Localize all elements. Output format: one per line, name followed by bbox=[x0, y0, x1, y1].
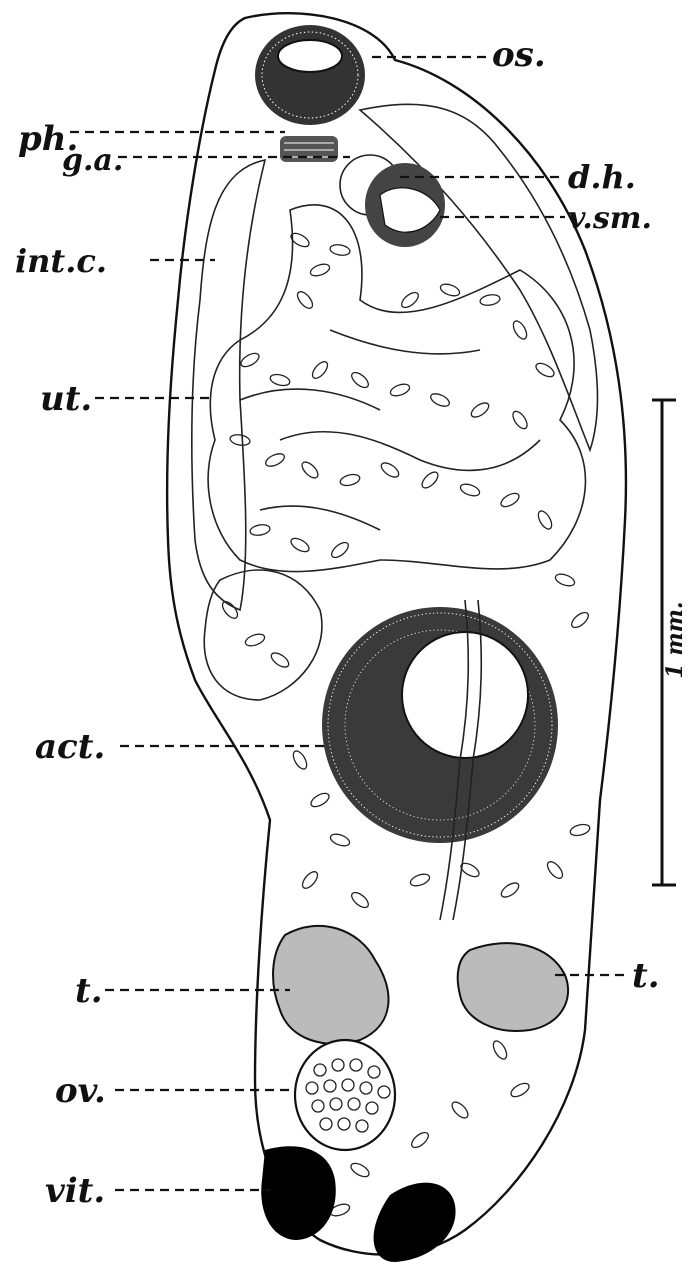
label-t-left: t. bbox=[75, 971, 103, 1011]
genital-complex bbox=[340, 155, 445, 247]
pharynx bbox=[280, 136, 338, 162]
vitellarium-left bbox=[261, 1146, 336, 1240]
label-ut: ut. bbox=[40, 379, 92, 419]
label-os: os. bbox=[492, 35, 546, 75]
label-act: act. bbox=[35, 727, 105, 767]
testis-left bbox=[273, 926, 388, 1044]
intestinal-cecum-left bbox=[192, 160, 265, 610]
acetabulum bbox=[322, 607, 558, 843]
label-vsm: v.sm. bbox=[568, 201, 652, 236]
label-ga: g.a. bbox=[62, 143, 123, 178]
testis-right bbox=[458, 943, 568, 1031]
label-vit: vit. bbox=[45, 1171, 105, 1211]
label-ov: ov. bbox=[55, 1071, 106, 1111]
intestinal-cecum-right bbox=[360, 104, 598, 450]
label-t-right: t. bbox=[632, 956, 660, 996]
ovary bbox=[295, 1040, 395, 1150]
label-intc: int.c. bbox=[15, 242, 107, 280]
oral-sucker bbox=[255, 25, 365, 125]
label-dh: d.h. bbox=[568, 158, 636, 196]
vitellarium-right bbox=[374, 1183, 456, 1262]
scale-bar-label: 1 mm. bbox=[662, 601, 688, 678]
